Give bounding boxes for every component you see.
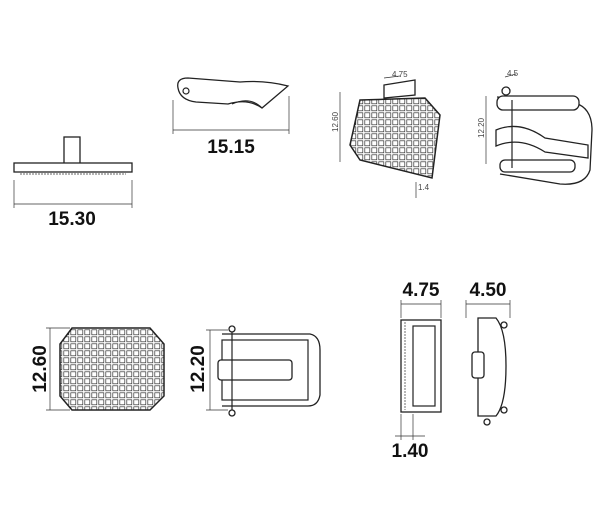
tongue-length-label: 15.15: [207, 137, 255, 158]
front-plate-view: 12.60: [30, 327, 165, 411]
front-height-label: 12.60: [30, 345, 51, 393]
iso-front-height-label: 12.60: [331, 111, 340, 132]
iso-buckle-depth-label: 4.5: [507, 69, 519, 78]
thickness-label: 1.40: [392, 441, 429, 462]
front-depth-label: 4.75: [403, 280, 440, 301]
plate-side-view: 4.75 1.40: [392, 280, 442, 462]
iso-buckle-height-label: 12.20: [477, 117, 486, 138]
buckle-front-view: 12.20: [188, 325, 321, 417]
iso-thickness-label: 1.4: [418, 183, 430, 192]
iso-buckle: 4.5 12.20: [477, 69, 593, 185]
iso-front-depth-label: 4.75: [392, 70, 408, 79]
buckle-height-label: 12.20: [188, 345, 209, 393]
side-view: 15.30: [13, 136, 133, 230]
iso-front-plate: 4.75 12.60 1.4: [331, 70, 441, 198]
buckle-side-view: 4.50: [465, 280, 511, 426]
side-width-label: 15.30: [48, 209, 96, 230]
buckle-depth-label: 4.50: [470, 280, 507, 301]
tongue-view: 15.15: [172, 77, 290, 158]
